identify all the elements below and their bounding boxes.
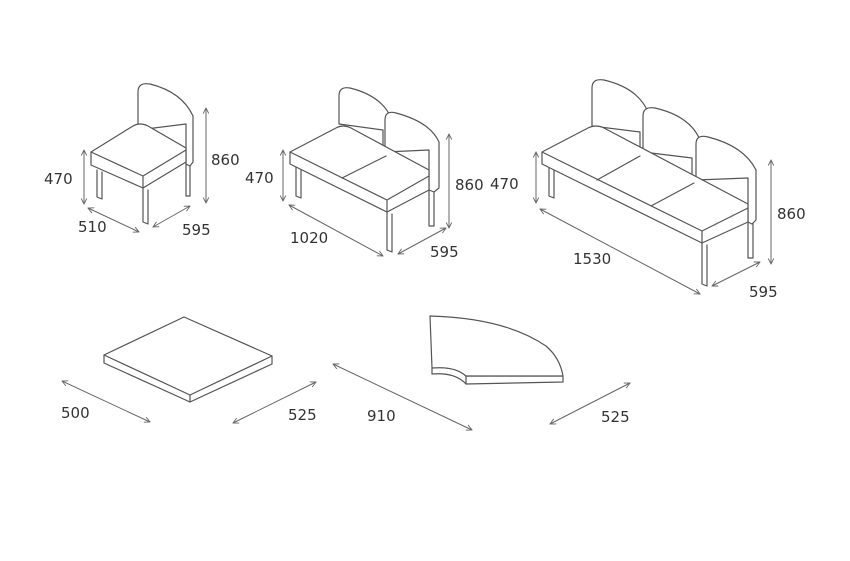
square-table-top: [103, 316, 273, 396]
three-seat-dimensions: 470 1530 595 860: [490, 152, 806, 301]
single-seat-cushion-edge: [90, 149, 187, 189]
two-seat-leg-front-right: [386, 211, 393, 253]
two-seat-depth-label: 595: [430, 243, 459, 261]
single-seat-depth-line: [153, 206, 190, 227]
square-table-depth-label: 525: [288, 406, 317, 424]
single-seat-dimensions: 470 510 595 860: [44, 108, 240, 239]
three-seat-leg-front-right: [701, 242, 708, 287]
single-seat-seat-height-label: 470: [44, 170, 73, 188]
corner-table-dimensions: 910 525: [333, 364, 630, 430]
single-seat-width-line: [88, 208, 139, 232]
single-seat-width-label: 510: [78, 218, 107, 236]
square-table-dimensions: 500 525: [61, 381, 317, 424]
three-seat-cushion-edges: [541, 151, 749, 244]
corner-table-drawing: [429, 315, 564, 385]
two-seat-depth-line: [398, 228, 446, 254]
single-seat-cushion: [90, 123, 187, 189]
three-seat-backrest-right: [695, 135, 757, 225]
square-table-width-line: [62, 381, 150, 422]
two-seat-drawing: [289, 87, 440, 253]
three-seat-leg-front-left: [548, 163, 555, 199]
two-seat-backrest-right: [384, 111, 440, 193]
two-seat-height-label: 860: [455, 176, 484, 194]
single-seat-leg-front-right: [142, 187, 149, 225]
single-seat-height-label: 860: [211, 151, 240, 169]
three-seat-depth-label: 595: [749, 283, 778, 301]
two-seat-width-label: 1020: [290, 229, 328, 247]
single-seat-backrest: [137, 83, 194, 167]
three-seat-height-label: 860: [777, 205, 806, 223]
two-seat-leg-front-left: [295, 165, 302, 199]
corner-table-width-label: 910: [367, 407, 396, 425]
three-seat-leg-back: [747, 221, 754, 259]
square-table-drawing: [103, 316, 273, 403]
square-table-width-label: 500: [61, 404, 90, 422]
two-seat-width-line: [289, 205, 383, 256]
single-seat-depth-label: 595: [182, 221, 211, 239]
single-seat-leg-front-left: [96, 169, 103, 200]
single-seat-leg-back: [185, 161, 191, 197]
three-seat-width-label: 1530: [573, 250, 611, 268]
square-table-depth-line: [233, 382, 316, 423]
corner-table-depth-line: [550, 383, 630, 424]
two-seat-cushion-edges: [289, 151, 430, 213]
three-seat-seat-height-label: 470: [490, 175, 519, 193]
two-seat-seat-height-label: 470: [245, 169, 274, 187]
corner-table-depth-label: 525: [601, 408, 630, 426]
corner-table-width-line: [333, 364, 472, 430]
three-seat-depth-line: [712, 262, 760, 286]
single-seat-drawing: [90, 83, 194, 225]
two-seat-dimensions: 470 1020 595 860: [245, 134, 484, 261]
corner-table-top: [429, 315, 564, 377]
three-seat-width-line: [540, 209, 700, 294]
two-seat-leg-back: [428, 189, 435, 227]
